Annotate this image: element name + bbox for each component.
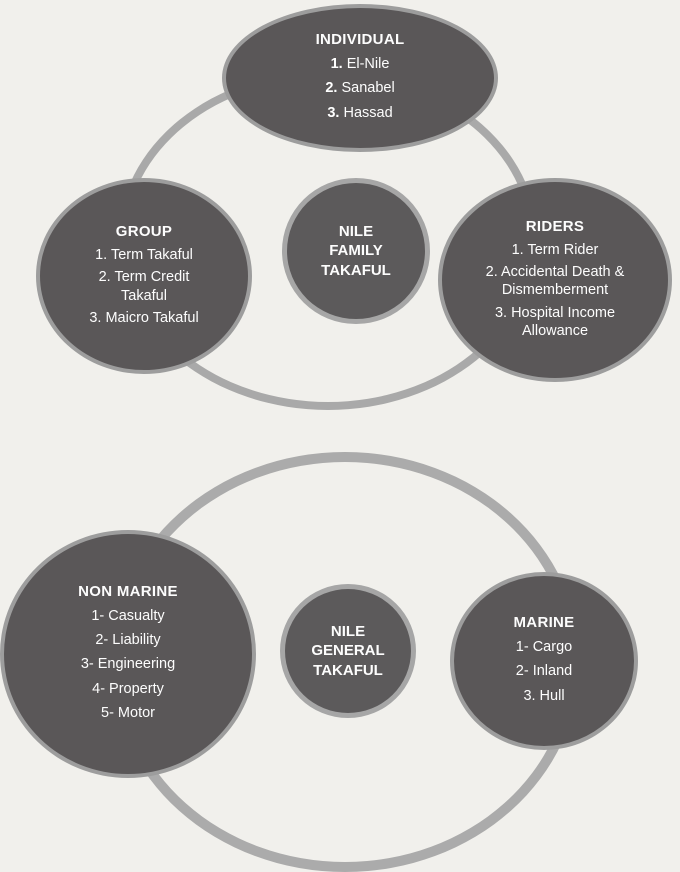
- item-text: El-Nile: [346, 56, 390, 73]
- item-number: 3.: [327, 104, 340, 121]
- center-label-line: TAKAFUL: [321, 261, 391, 279]
- marine-item: 2- Inland: [515, 663, 573, 680]
- center-label-line: TAKAFUL: [313, 661, 383, 679]
- riders-title: RIDERS: [525, 218, 585, 236]
- riders-node: RIDERS 1. Term Rider 2. Accidental Death…: [438, 178, 672, 382]
- non-marine-item: 4- Property: [92, 680, 164, 697]
- group-item: 3. Maicro Takaful: [89, 309, 199, 326]
- diagram-page: INDIVIDUAL 1. El-Nile 2. Sanabel 3. Hass…: [0, 4, 672, 872]
- family-takaful-center: NILE FAMILY TAKAFUL: [282, 178, 430, 324]
- item-text: Hassad: [343, 104, 393, 121]
- individual-title: INDIVIDUAL: [315, 31, 405, 49]
- marine-node: MARINE 1- Cargo 2- Inland 3. Hull: [450, 572, 638, 750]
- group-node: GROUP 1. Term Takaful 2. Term Credit Tak…: [36, 178, 252, 374]
- group-item: 1. Term Takaful: [95, 247, 193, 264]
- non-marine-item: 1- Casualty: [91, 608, 165, 625]
- riders-item: 2. Accidental Death & Dismemberment: [485, 264, 625, 299]
- center-label-line: FAMILY: [329, 242, 383, 260]
- individual-item: 3. Hassad: [327, 104, 392, 122]
- center-label-line: NILE: [330, 622, 366, 640]
- non-marine-node: NON MARINE 1- Casualty 2- Liability 3- E…: [0, 530, 256, 778]
- center-label-line: GENERAL: [311, 642, 385, 660]
- individual-item: 2. Sanabel: [325, 79, 394, 97]
- non-marine-title: NON MARINE: [78, 583, 178, 601]
- item-text: Sanabel: [341, 80, 395, 97]
- marine-item: 3. Hull: [523, 687, 565, 704]
- item-number: 2.: [325, 80, 338, 97]
- center-label-line: NILE: [338, 222, 374, 240]
- non-marine-item: 3- Engineering: [80, 656, 176, 673]
- group-item: 2. Term Credit Takaful: [98, 269, 190, 304]
- marine-item: 1- Cargo: [515, 639, 573, 656]
- general-takaful-center: NILE GENERAL TAKAFUL: [280, 584, 416, 718]
- riders-item: 3. Hospital Income Allowance: [494, 304, 616, 339]
- individual-item: 1. El-Nile: [331, 55, 390, 73]
- individual-node: INDIVIDUAL 1. El-Nile 2. Sanabel 3. Hass…: [222, 4, 498, 152]
- non-marine-item: 2- Liability: [95, 632, 161, 649]
- non-marine-item: 5- Motor: [101, 704, 155, 721]
- item-number: 1.: [330, 56, 343, 73]
- riders-item: 1. Term Rider: [511, 242, 599, 259]
- marine-title: MARINE: [513, 614, 575, 632]
- group-title: GROUP: [115, 223, 173, 241]
